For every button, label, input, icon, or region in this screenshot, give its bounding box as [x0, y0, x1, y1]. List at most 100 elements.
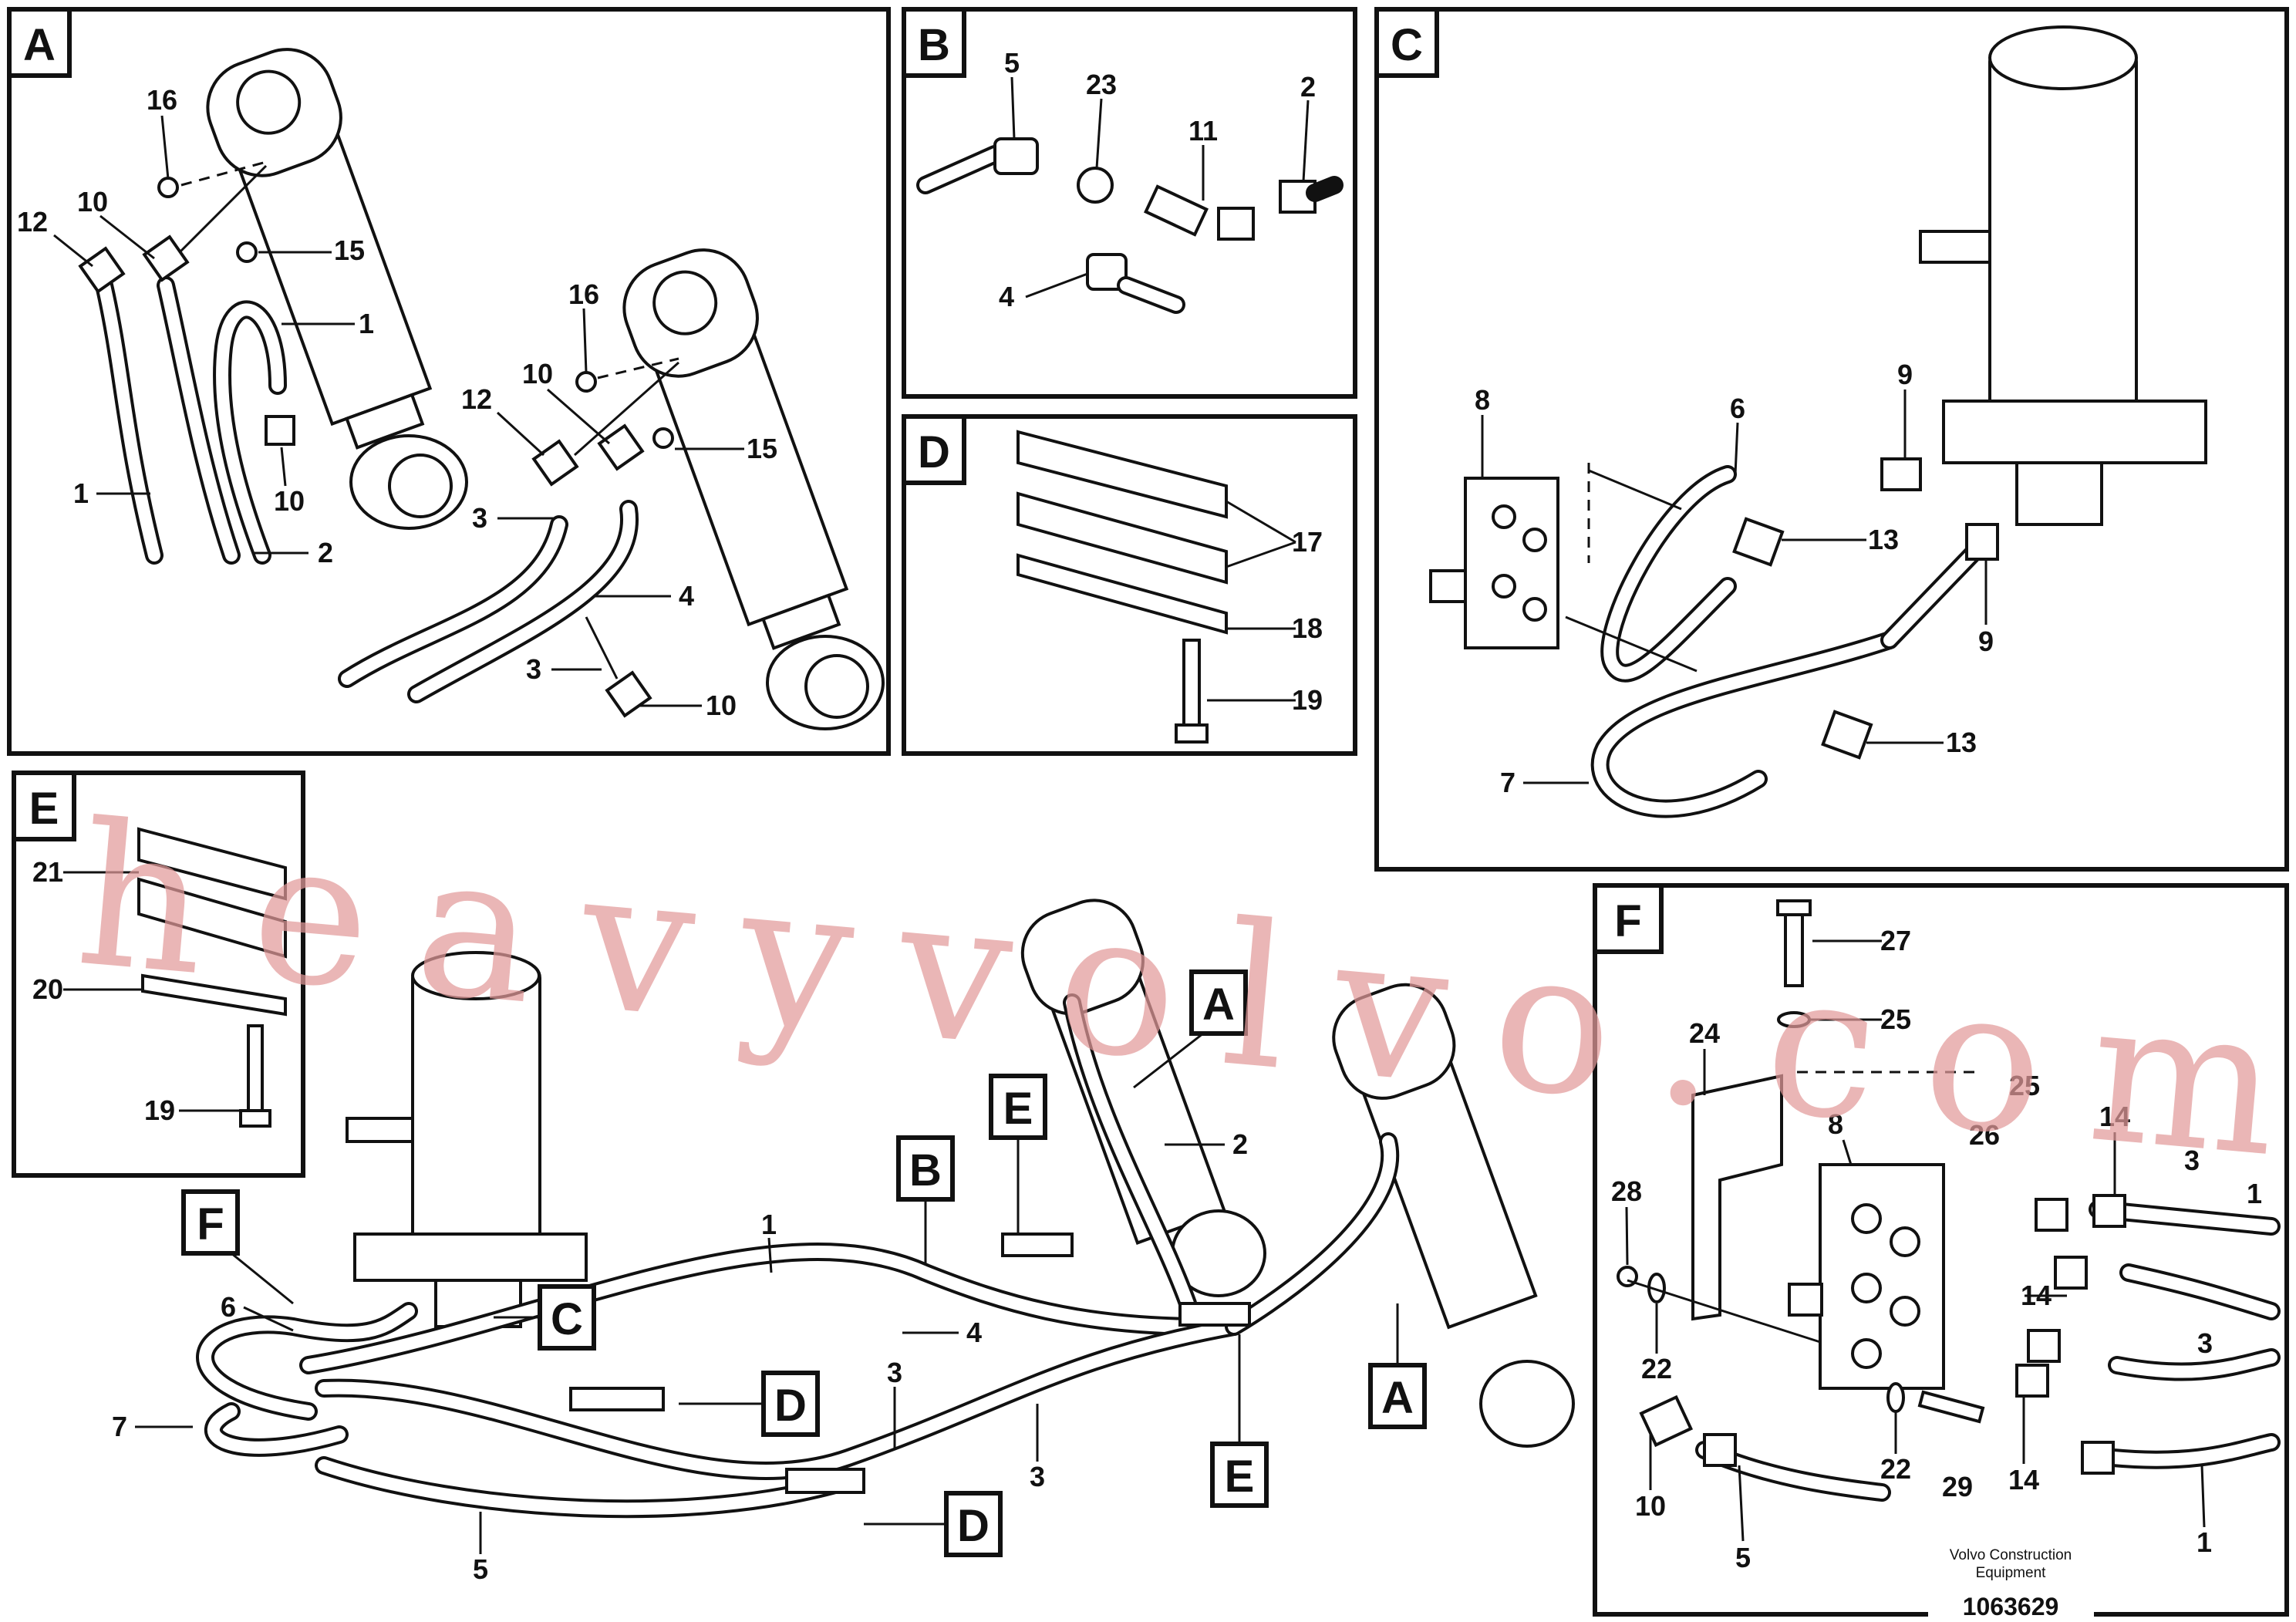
view-ref-d-lower: D: [864, 1491, 1003, 1557]
callout-a-3: 3: [526, 653, 541, 685]
callout-d-19: 19: [1292, 684, 1323, 716]
caption-line-1: Volvo Construction: [1950, 1547, 2072, 1563]
view-ref-e-lower-text: E: [1225, 1452, 1255, 1502]
panel-frames: [7, 7, 2289, 1617]
callout-e-19: 19: [144, 1094, 175, 1126]
callout-e-20: 20: [32, 973, 63, 1005]
callout-f-5: 5: [1735, 1542, 1751, 1573]
view-ref-b-text: B: [909, 1145, 942, 1195]
callout-main-5: 5: [473, 1553, 488, 1585]
panel-a-frame: [7, 7, 891, 756]
panel-tag-a-text: A: [23, 20, 56, 70]
callout-f-14: 14: [2021, 1280, 2052, 1311]
view-ref-d-upper-text: D: [774, 1381, 807, 1431]
panel-e-frame: [12, 771, 305, 1178]
callout-a-10: 10: [77, 186, 108, 218]
panel-tag-b-text: B: [918, 20, 950, 70]
callout-f-1: 1: [2247, 1178, 2262, 1209]
callout-f-14: 14: [2008, 1464, 2039, 1496]
callout-main-7: 7: [112, 1411, 127, 1442]
callout-main-2: 2: [1232, 1128, 1248, 1160]
panel-f-drawing: [1617, 899, 2281, 1542]
callout-main-6: 6: [221, 1291, 236, 1323]
callout-c-7: 7: [1500, 767, 1515, 798]
panel-b-drawing: [916, 76, 1344, 314]
callout-a-15: 15: [334, 234, 365, 266]
callout-a-12: 12: [461, 383, 492, 415]
callout-main-4: 4: [966, 1317, 982, 1348]
callout-a-10: 10: [706, 690, 737, 721]
view-ref-b: B: [896, 1135, 955, 1265]
main-assembly-drawing: [135, 899, 1575, 1554]
callout-b-2: 2: [1300, 71, 1316, 103]
callout-f-22: 22: [1641, 1353, 1672, 1384]
view-ref-a-lower: A: [1368, 1303, 1427, 1429]
callout-main-1: 1: [761, 1209, 777, 1240]
view-ref-f: F: [181, 1189, 294, 1305]
callout-f-3: 3: [2197, 1327, 2213, 1359]
view-ref-c-text: C: [551, 1294, 583, 1344]
callout-e-21: 21: [32, 856, 63, 888]
panel-a-drawing: [53, 48, 885, 730]
view-ref-d-upper: D: [679, 1371, 820, 1437]
view-ref-a-lower-text: A: [1381, 1373, 1414, 1423]
panel-tag-c-text: C: [1391, 20, 1423, 70]
callout-main-3: 3: [1030, 1461, 1045, 1492]
panel-tag-c: C: [1374, 7, 1439, 78]
view-ref-f-text: F: [197, 1199, 224, 1249]
callout-f-28: 28: [1611, 1175, 1642, 1207]
callout-c-13: 13: [1946, 727, 1977, 758]
callout-a-3: 3: [472, 502, 487, 534]
callout-f-10: 10: [1635, 1490, 1666, 1522]
view-ref-a-upper-text: A: [1202, 980, 1235, 1030]
panel-b-frame: [902, 7, 1357, 399]
view-ref-e-upper: E: [989, 1074, 1047, 1234]
callout-c-8: 8: [1475, 384, 1490, 416]
callout-f-3: 3: [2184, 1145, 2200, 1176]
callout-a-1: 1: [359, 308, 374, 339]
callout-a-10: 10: [274, 485, 305, 517]
panel-c-drawing: [1429, 25, 2207, 818]
view-ref-c: C: [494, 1284, 596, 1351]
view-refs: A E B F C D A: [181, 969, 1427, 1557]
callout-d-18: 18: [1292, 612, 1323, 644]
panel-tag-f: F: [1593, 883, 1664, 954]
callout-a-4: 4: [679, 580, 694, 612]
panel-tag-b: B: [902, 7, 966, 78]
panel-c-frame: [1374, 7, 2289, 872]
panel-tags: A B C D E F: [7, 7, 1664, 954]
callout-b-5: 5: [1004, 47, 1020, 79]
callout-b-4: 4: [999, 281, 1014, 312]
callout-f-1: 1: [2197, 1526, 2212, 1558]
view-ref-d-lower-text: D: [957, 1501, 990, 1551]
panel-d-drawing: [1017, 430, 1296, 744]
view-ref-e-lower: E: [1210, 1334, 1269, 1508]
panel-d-frame: [902, 414, 1357, 756]
callout-f-26: 26: [1969, 1119, 2000, 1151]
callout-d-17: 17: [1292, 526, 1323, 558]
callout-c-9: 9: [1978, 626, 1994, 657]
view-ref-a-upper: A: [1133, 969, 1248, 1089]
callout-f-27: 27: [1880, 925, 1911, 956]
callout-f-25: 25: [2009, 1070, 2040, 1101]
callout-a-16: 16: [568, 278, 599, 310]
callout-c-13: 13: [1868, 524, 1899, 555]
callout-f-14: 14: [2099, 1101, 2130, 1132]
callout-b-23: 23: [1086, 69, 1117, 100]
panel-tag-f-text: F: [1614, 896, 1641, 946]
callout-f-8: 8: [1828, 1108, 1843, 1140]
callout-a-12: 12: [17, 206, 48, 238]
callout-a-16: 16: [147, 84, 177, 116]
panel-tag-d-text: D: [918, 427, 950, 477]
panel-tag-e: E: [12, 771, 76, 841]
caption-block: Volvo Construction Equipment 1063629: [1928, 1547, 2094, 1622]
panel-tag-e-text: E: [29, 784, 59, 834]
caption-line-2: Equipment: [1976, 1565, 2047, 1581]
callout-c-9: 9: [1897, 359, 1913, 390]
callout-a-15: 15: [747, 433, 777, 464]
callout-a-1: 1: [73, 477, 89, 509]
document-number: 1063629: [1963, 1593, 2059, 1620]
view-ref-e-upper-text: E: [1003, 1084, 1033, 1134]
